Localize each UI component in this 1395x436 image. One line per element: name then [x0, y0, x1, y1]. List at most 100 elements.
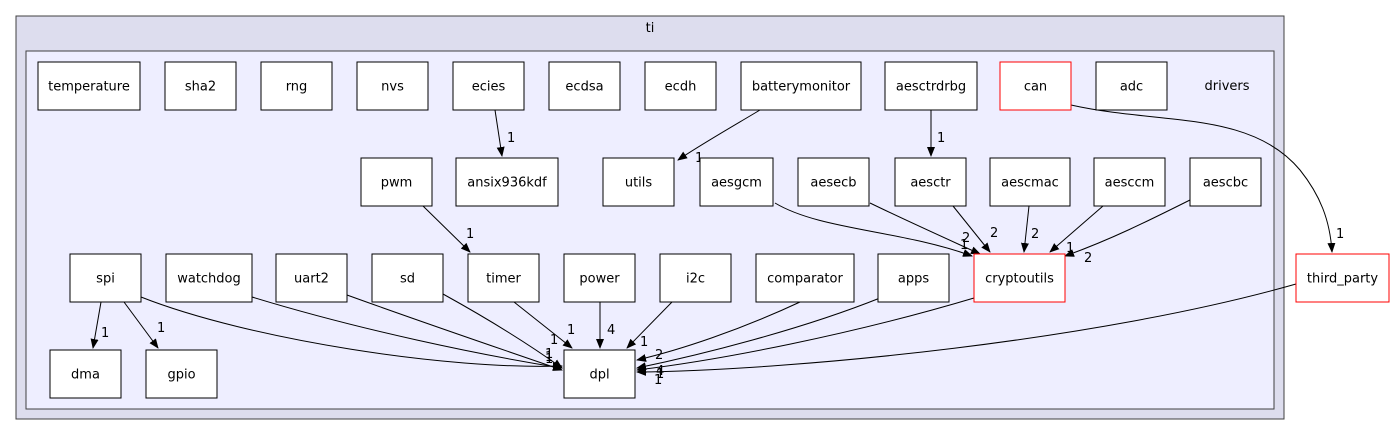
- edge-aescbc-to-cryptoutils[interactable]: [1064, 199, 1191, 257]
- edge-uart2-to-dpl[interactable]: [346, 294, 563, 371]
- edge-timer-to-dpl[interactable]: [513, 301, 573, 349]
- edge-label-spi-to-dpl: 1: [545, 350, 553, 365]
- edge-label-aesccm-to-cryptoutils: 1: [1066, 241, 1074, 256]
- edge-pwm-to-timer[interactable]: [422, 205, 471, 253]
- node-label: ecdsa: [565, 80, 603, 95]
- cluster-ti-label: ti: [646, 21, 655, 36]
- node-box: [884, 61, 978, 111]
- node-ecdh[interactable]: ecdh: [644, 61, 717, 111]
- edge-label-apps-to-dpl: 1: [656, 367, 664, 382]
- node-box: [999, 61, 1072, 111]
- node-box: [37, 61, 141, 111]
- node-spi[interactable]: spi: [69, 253, 142, 303]
- node-box: [275, 253, 348, 303]
- node-adc[interactable]: adc: [1095, 61, 1168, 111]
- node-aesccm[interactable]: aesccm: [1093, 157, 1166, 207]
- edge-label-watchdog-to-dpl: 1: [545, 352, 553, 367]
- node-apps[interactable]: apps: [877, 253, 950, 303]
- node-i2c[interactable]: i2c: [659, 253, 732, 303]
- edge-aescmac-to-cryptoutils[interactable]: [1020, 205, 1030, 253]
- edge-label-i2c-to-dpl: 1: [640, 335, 648, 350]
- edge-cryptoutils-to-dpl[interactable]: [636, 297, 975, 373]
- node-comparator[interactable]: comparator: [755, 253, 855, 303]
- node-ansix936kdf[interactable]: ansix936kdf: [455, 157, 559, 207]
- edge-spi-to-dpl[interactable]: [140, 296, 563, 371]
- node-sd[interactable]: sd: [371, 253, 444, 303]
- node-box: [877, 253, 950, 303]
- edge-label-batterymonitor-to-utils: 1: [695, 151, 703, 166]
- node-aescbc[interactable]: aescbc: [1189, 157, 1262, 207]
- cluster-drivers-label: drivers: [1204, 79, 1249, 94]
- edge-aesecb-to-cryptoutils[interactable]: [869, 202, 981, 255]
- edge-spi-to-dma[interactable]: [90, 301, 102, 349]
- node-box: [145, 349, 218, 399]
- edge-aesccm-to-cryptoutils[interactable]: [1049, 205, 1104, 253]
- node-pwm[interactable]: pwm: [360, 157, 433, 207]
- node-timer[interactable]: timer: [467, 253, 540, 303]
- node-box: [455, 157, 559, 207]
- node-label: ecies: [472, 80, 506, 95]
- edge-label-aesctrdrbg-to-aesctr: 1: [937, 131, 945, 146]
- node-label: comparator: [767, 272, 843, 287]
- node-gpio[interactable]: gpio: [145, 349, 218, 399]
- node-ecdsa[interactable]: ecdsa: [548, 61, 621, 111]
- edge-can-to-third_party[interactable]: [1070, 104, 1336, 253]
- node-cryptoutils[interactable]: cryptoutils: [973, 253, 1066, 303]
- node-box: [644, 61, 717, 111]
- edge-aesctr-to-cryptoutils[interactable]: [952, 205, 991, 253]
- edge-label-power-to-dpl: 4: [607, 323, 615, 338]
- node-aesctrdrbg[interactable]: aesctrdrbg: [884, 61, 978, 111]
- edge-third_party-to-dpl[interactable]: [636, 283, 1297, 376]
- node-watchdog[interactable]: watchdog: [165, 253, 253, 303]
- node-aesctr[interactable]: aesctr: [894, 157, 967, 207]
- edge-batterymonitor-to-utils[interactable]: [677, 109, 761, 161]
- node-ecies[interactable]: ecies: [452, 61, 525, 111]
- node-power[interactable]: power: [563, 253, 636, 303]
- edge-i2c-to-dpl[interactable]: [626, 301, 673, 349]
- node-third_party[interactable]: third_party: [1295, 253, 1390, 303]
- cluster-drivers[interactable]: drivers: [25, 50, 1275, 410]
- node-label: rng: [286, 80, 308, 95]
- edge-label-cryptoutils-to-dpl: 4: [656, 364, 664, 379]
- edge-watchdog-to-dpl[interactable]: [251, 296, 563, 371]
- edge-comparator-to-dpl[interactable]: [636, 301, 801, 362]
- node-label: dpl: [589, 368, 609, 383]
- edge-label-comparator-to-dpl: 2: [655, 348, 663, 363]
- edge-sd-to-dpl[interactable]: [442, 293, 563, 369]
- node-rng[interactable]: rng: [260, 61, 333, 111]
- node-box: [260, 61, 333, 111]
- node-box: [69, 253, 142, 303]
- node-sha2[interactable]: sha2: [164, 61, 237, 111]
- node-aesgcm[interactable]: aesgcm: [699, 157, 774, 207]
- node-label: aesgcm: [711, 176, 762, 191]
- node-aesecb[interactable]: aesecb: [797, 157, 870, 207]
- node-batterymonitor[interactable]: batterymonitor: [740, 61, 862, 111]
- node-label: watchdog: [177, 272, 241, 287]
- edge-label-aesgcm-to-cryptoutils: 1: [960, 238, 968, 253]
- node-box: [659, 253, 732, 303]
- node-temperature[interactable]: temperature: [37, 61, 141, 111]
- node-label: aesecb: [810, 176, 856, 191]
- node-box: [602, 157, 675, 207]
- node-aescmac[interactable]: aescmac: [989, 157, 1071, 207]
- edge-ecies-to-ansix936kdf[interactable]: [494, 109, 505, 157]
- node-dma[interactable]: dma: [49, 349, 122, 399]
- edge-label-aescmac-to-cryptoutils: 2: [1031, 227, 1039, 242]
- node-box: [740, 61, 862, 111]
- node-label: power: [579, 272, 620, 287]
- node-label: dma: [71, 368, 100, 383]
- edge-label-aesctr-to-cryptoutils: 2: [990, 226, 998, 241]
- node-label: gpio: [167, 368, 195, 383]
- node-label: timer: [486, 272, 521, 287]
- node-can[interactable]: can: [999, 61, 1072, 111]
- node-label: ecdh: [665, 80, 697, 95]
- node-uart2[interactable]: uart2: [275, 253, 348, 303]
- edge-apps-to-dpl[interactable]: [636, 297, 881, 371]
- node-utils[interactable]: utils: [602, 157, 675, 207]
- node-dpl[interactable]: dpl: [563, 349, 636, 399]
- node-nvs[interactable]: nvs: [356, 61, 429, 111]
- edge-aesgcm-to-cryptoutils[interactable]: [774, 202, 973, 257]
- nodes-layer: temperature sha2 rng nvs ecies ecdsa ecdh batte…: [37, 61, 1390, 399]
- edge-spi-to-gpio[interactable]: [123, 301, 159, 349]
